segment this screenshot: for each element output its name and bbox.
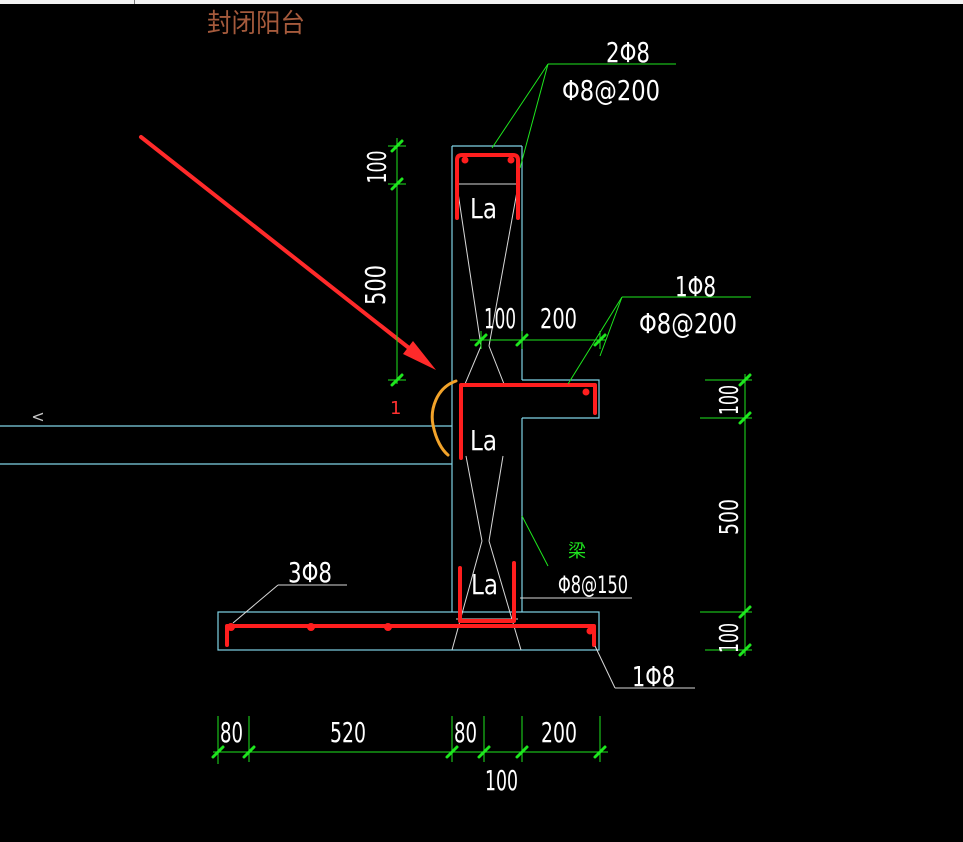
rebar-dot (507, 156, 515, 164)
dimension-text-right-middle: 500 (715, 499, 745, 535)
dimension-tick (515, 745, 529, 759)
rebar-dot (384, 623, 392, 631)
anchorage-guide-line (464, 345, 482, 385)
anchorage-guide-line (488, 540, 522, 651)
bottom-rebar-label: 1Φ8 (632, 660, 675, 693)
title-text-group: 封闭阳台 (207, 9, 305, 39)
anchorage-label-middle: La (470, 424, 497, 457)
arrow-head (403, 341, 436, 370)
dimension-text-left-bottom: 500 (359, 265, 392, 305)
highlight-arc-path (430, 379, 458, 457)
anchorage-guide-line (451, 540, 483, 651)
dimension-tick (390, 177, 404, 191)
anchorage-guide-line (465, 455, 483, 542)
balcony-slab-outline (0, 425, 452, 465)
pointer-arrow-head (403, 341, 436, 370)
beam-label: 梁 (568, 541, 586, 562)
rebar-lines (225, 153, 597, 647)
top-rebar-count: 2Φ8 (606, 36, 650, 69)
dimension-text-ledge-wall: 100 (484, 302, 516, 335)
white-leaders (232, 584, 695, 689)
dimension-text-right-bottom: 100 (715, 623, 745, 653)
dimension-tick (738, 605, 752, 619)
slab-rebar-label: 3Φ8 (288, 556, 332, 589)
bottom-slab-outline (217, 611, 600, 651)
dimension-text-ledge-width: 200 (540, 302, 577, 335)
leader-line (519, 63, 549, 169)
rebar-dot (461, 156, 469, 164)
top-toolbar-edge (0, 0, 963, 4)
dimension-ticks (211, 139, 752, 759)
ledge-rebar-count: 1Φ8 (675, 270, 716, 303)
annotation-text: 2Φ8 Φ8@200 1Φ8 Φ8@200 La La La 3Φ8 Φ8@15… (220, 36, 745, 797)
panel-collapse-chevron-icon[interactable]: < (31, 407, 45, 426)
leader-line (594, 645, 616, 689)
dimension-tick (211, 745, 225, 759)
leader-line-beam (521, 515, 549, 567)
concrete-outline (217, 145, 600, 651)
top-rebar-spacing: Φ8@200 (562, 74, 660, 107)
dimension-tick (515, 333, 529, 347)
dimension-tick (593, 745, 607, 759)
dimension-text-bottom-3: 80 (454, 716, 477, 749)
dimension-text-right-top: 100 (715, 385, 745, 415)
anchorage-label-top: La (470, 192, 497, 225)
anchorage-guide-line (488, 455, 504, 542)
leader-line (567, 296, 623, 385)
dimension-tick (390, 139, 404, 153)
anchorage-guide-line (488, 345, 505, 385)
anchorage-guide-line (456, 185, 482, 347)
dimension-tick (738, 643, 752, 657)
leader-line (232, 584, 279, 624)
rebar-dot (582, 388, 590, 396)
ledge-outline (522, 379, 600, 419)
dimension-tick (738, 411, 752, 425)
marker-number: 1 (390, 398, 401, 419)
bottom-slab-rebar (225, 624, 596, 647)
leader-line (599, 296, 623, 357)
top-u-rebar (455, 153, 520, 220)
dimension-text-bottom-1: 80 (220, 716, 243, 749)
dimension-tick (738, 373, 752, 387)
toolbar-separator (134, 0, 135, 4)
rebar-dot (307, 623, 315, 631)
beam-label-group: 梁 (568, 541, 586, 562)
rebar-dot (586, 627, 594, 635)
dimension-text-bottom-2: 520 (330, 716, 366, 749)
rebar-dot (227, 623, 235, 631)
highlight-arc (430, 379, 458, 457)
dimension-tick (445, 745, 459, 759)
dimension-tick (593, 333, 607, 347)
dimension-tick (390, 373, 404, 387)
wall-bottom-u-rebar (458, 561, 516, 623)
beam-stirrup-label: Φ8@150 (558, 571, 628, 599)
rebar-dots (227, 156, 594, 635)
arrow-shaft (139, 135, 411, 350)
dimension-tick (474, 333, 488, 347)
dimension-tick (477, 745, 491, 759)
ledge-rebar-spacing: Φ8@200 (639, 307, 737, 340)
dimension-text-left-top: 100 (363, 151, 393, 184)
pointer-arrow-shaft (139, 135, 411, 350)
leader-line (491, 63, 549, 149)
ledge-l-rebar (459, 383, 597, 460)
marker-group: 1 (390, 398, 401, 419)
dimension-tick (242, 745, 256, 759)
dimension-text-bottom-below: 100 (485, 764, 518, 797)
anchorage-guide-line (488, 185, 519, 347)
anchorage-label-bottom: La (471, 568, 498, 601)
dimension-text-bottom-4: 200 (541, 716, 577, 749)
drawing-title: 封闭阳台 (207, 9, 305, 39)
dimension-lines (213, 63, 752, 764)
